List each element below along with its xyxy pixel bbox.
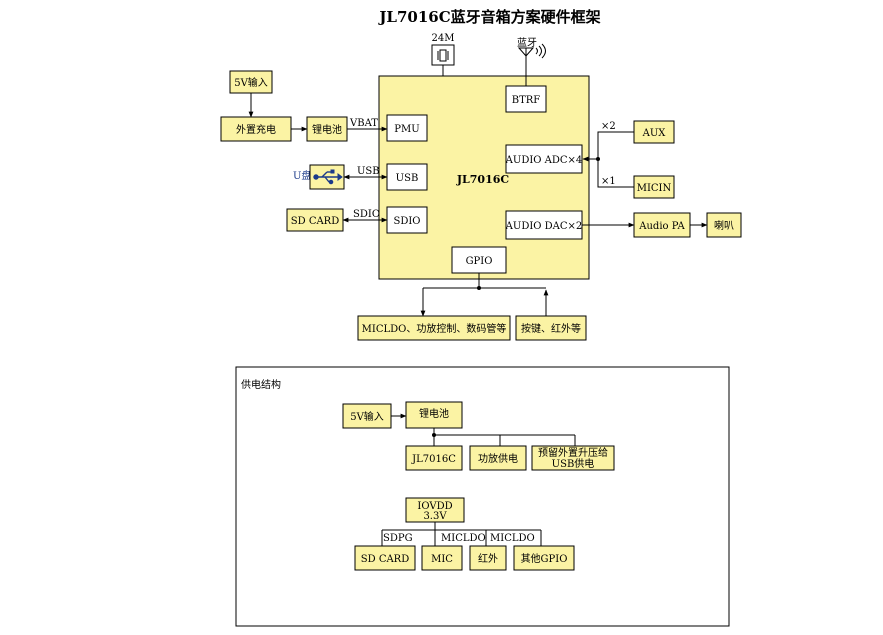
dac-block (505, 210, 583, 240)
bluetooth-label: 蓝牙 (517, 37, 537, 49)
power-mic-label: MIC (431, 554, 453, 565)
adc-label: AUDIO ADC×4 (505, 155, 583, 166)
aux-label: AUX (642, 128, 667, 139)
adc-block (505, 144, 583, 174)
gpio-in-label: 按键、红外等 (521, 322, 581, 335)
power-sdcard-box (354, 545, 416, 571)
micin-count-label: ×1 (601, 176, 616, 187)
gpio-in-box (515, 315, 587, 341)
power-amp-label: 功放供电 (478, 452, 518, 465)
usb-block (386, 163, 428, 191)
diagram-title: JL7016C蓝牙音箱方案硬件框架 (377, 8, 600, 26)
usb-label: USB (396, 173, 419, 184)
power-ir-label: 红外 (478, 552, 498, 565)
pmu-label: PMU (394, 124, 419, 135)
power-panel-title: 供电结构 (241, 378, 281, 391)
gpio-out-box (357, 315, 511, 341)
power-other-box (513, 545, 575, 571)
speaker-box (706, 212, 742, 238)
power-other-label: 其他GPIO (521, 552, 568, 565)
audio-pa-label: Audio PA (638, 221, 685, 232)
power-5v-label: 5V输入 (350, 410, 384, 423)
sdcard-label: SD CARD (291, 216, 339, 227)
micldo-label-1: MICLDO (441, 533, 486, 544)
battery-box (306, 116, 348, 142)
usb-icon (313, 169, 343, 185)
power-ir-box (469, 545, 507, 571)
micldo-label-2: MICLDO (490, 533, 535, 544)
btrf-block (505, 85, 547, 113)
crystal-label: 24M (432, 33, 455, 44)
gpio-block (451, 246, 507, 274)
power-chip-box (405, 445, 463, 471)
crystal-icon (431, 44, 455, 76)
chip-name: JL7016C (456, 173, 510, 186)
power-amp-box (469, 445, 527, 471)
charger-box (220, 116, 292, 142)
power-chip-label: JL7016C (411, 454, 456, 465)
power-iovdd-line2: 3.3V (423, 511, 447, 522)
battery-label: 锂电池 (312, 123, 342, 136)
speaker-label: 喇叭 (714, 220, 734, 232)
power-reserve-box (531, 445, 615, 471)
sdio-block (386, 206, 428, 234)
input-5v-label: 5V输入 (234, 76, 268, 89)
dac-label: AUDIO DAC×2 (505, 221, 583, 232)
btrf-label: BTRF (512, 95, 541, 106)
udisk-label: U盘 (293, 169, 311, 182)
power-battery-box (405, 401, 463, 429)
vbat-label: VBAT (349, 118, 378, 129)
sdio-label: SDIO (393, 216, 420, 227)
power-panel (235, 366, 730, 627)
gpio-out-label: MICLDO、功放控制、数码管等 (362, 322, 507, 335)
gpio-label: GPIO (466, 256, 493, 267)
usb-signal-label: USB (357, 166, 380, 177)
power-iovdd-line1: IOVDD (417, 501, 452, 512)
sdio-signal-label: SDIO (353, 209, 380, 220)
power-sdcard-label: SD CARD (361, 554, 409, 565)
charger-label: 外置充电 (236, 123, 276, 136)
power-5v-box (342, 403, 392, 429)
aux-count-label: ×2 (601, 121, 616, 132)
sdpg-label: SDPG (383, 533, 413, 544)
power-iovdd-box (405, 497, 465, 523)
antenna-icon (517, 43, 546, 86)
power-reserve-line1: 预留外置升压给 (538, 446, 608, 459)
power-mic-box (421, 545, 463, 571)
power-battery-label: 锂电池 (419, 407, 449, 420)
power-reserve-line2: USB供电 (552, 457, 595, 470)
micin-label: MICIN (637, 183, 672, 194)
